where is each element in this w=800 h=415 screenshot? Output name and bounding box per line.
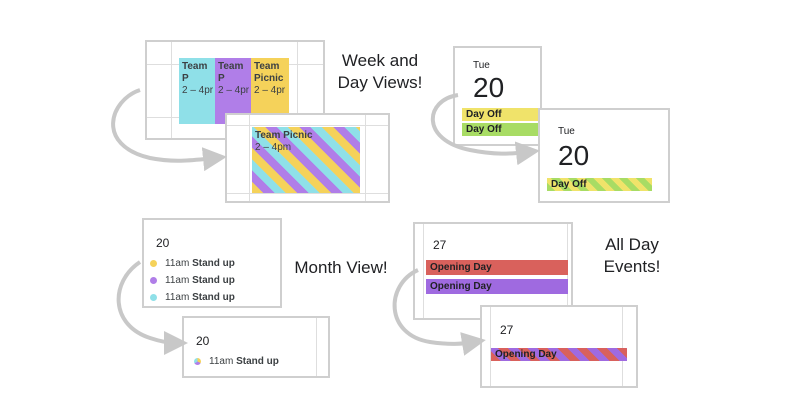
arrow-all-day <box>392 268 486 356</box>
event-time: 2 – 4pr <box>218 85 250 96</box>
month-event-row[interactable]: 11am Stand up <box>194 356 279 368</box>
caption-month: Month View! <box>294 258 388 277</box>
color-dot-icon <box>150 259 157 267</box>
caption-line: Day Views! <box>337 73 423 92</box>
caption-line: All Day <box>605 235 659 254</box>
all-day-before-card: 27 Opening Day Opening Day <box>413 222 573 320</box>
caption-line: Events! <box>603 257 661 276</box>
grid-line <box>171 42 172 138</box>
event-time: 11am <box>165 258 190 269</box>
event-title-line2: Picnic <box>254 73 284 84</box>
date-number: 27 <box>433 238 447 252</box>
grid-line <box>423 224 424 318</box>
grid-line <box>365 115 366 201</box>
all-day-event[interactable]: Opening Day <box>426 260 568 275</box>
weekday-label: Tue <box>473 60 490 71</box>
event-title: Stand up <box>192 275 235 286</box>
month-view-before-card: 20 11am Stand up 11am Stand up 11am Stan… <box>142 218 282 308</box>
event-title: Team Picnic <box>255 130 313 141</box>
all-day-event[interactable]: Day Off <box>547 178 652 191</box>
event-time: 2 – 4pm <box>255 142 292 153</box>
day-view-before-card: Tue 20 Day Off Day Off <box>453 46 542 146</box>
grid-line <box>227 125 388 126</box>
caption-week-day: Week and Day Views! <box>332 50 428 94</box>
event-time: 11am <box>209 356 234 367</box>
all-day-event[interactable]: Opening Day <box>491 348 627 361</box>
weekday-label: Tue <box>558 126 575 137</box>
date-number: 20 <box>558 140 590 171</box>
grid-line <box>297 42 298 138</box>
all-day-event[interactable]: Day Off <box>462 123 540 136</box>
grid-line <box>316 318 317 376</box>
grid-line <box>249 115 250 201</box>
event-time: 11am <box>165 292 190 303</box>
day-view-after-card: Tue 20 Day Off <box>538 108 670 203</box>
event-title: Team P <box>182 61 208 84</box>
event-title: Stand up <box>236 356 279 367</box>
event-block[interactable]: Team P 2 – 4pr <box>179 58 217 124</box>
date-number: 20 <box>196 334 210 348</box>
event-time: 2 – 4pr <box>254 85 286 96</box>
month-event-row[interactable]: 11am Stand up <box>150 258 235 270</box>
grid-line <box>227 193 388 194</box>
arrow-day <box>430 93 540 166</box>
caption-all-day: All Day Events! <box>592 234 672 278</box>
month-event-row[interactable]: 11am Stand up <box>150 292 235 304</box>
date-number: 20 <box>156 236 170 250</box>
event-title: Stand up <box>192 292 235 303</box>
arrow-month <box>116 260 188 355</box>
month-event-row[interactable]: 11am Stand up <box>150 275 235 287</box>
event-time: 2 – 4pr <box>182 85 214 96</box>
grid-line <box>622 307 623 386</box>
date-number: 20 <box>473 72 505 103</box>
arrow-week <box>111 88 227 172</box>
date-number: 27 <box>500 323 514 337</box>
event-title: Team P <box>218 61 244 84</box>
event-title: Stand up <box>192 258 235 269</box>
merged-event-block[interactable]: Team Picnic 2 – 4pm <box>252 127 360 193</box>
all-day-event[interactable]: Day Off <box>462 108 540 121</box>
color-dot-icon <box>150 293 157 301</box>
all-day-event[interactable]: Opening Day <box>426 279 568 294</box>
grid-line <box>490 307 491 386</box>
color-dot-icon <box>150 276 157 284</box>
caption-line: Week and <box>341 51 419 70</box>
multicolor-dot-icon <box>194 357 201 365</box>
event-time: 11am <box>165 275 190 286</box>
all-day-after-card: 27 Opening Day <box>480 305 638 388</box>
event-title: Team <box>254 61 280 72</box>
